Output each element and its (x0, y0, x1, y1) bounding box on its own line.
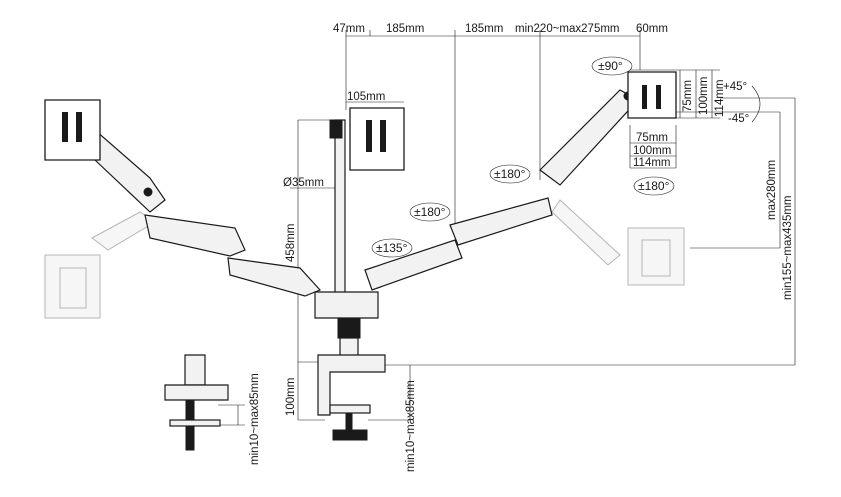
label-pole-diameter: Ø35mm (283, 177, 324, 189)
label-tilt-down: -45° (728, 113, 749, 125)
rotation-elbow: ±180° (638, 179, 670, 193)
left-vesa-plate (44, 99, 101, 161)
rotation-arm: ±180° (414, 205, 446, 219)
label-tilt-offset: 60mm (636, 23, 668, 35)
label-vesa-v-100: 100mm (698, 77, 710, 115)
label-arm-segment-1: 185mm (386, 23, 424, 35)
center-vesa-plate (349, 107, 405, 171)
label-pole-height: 458mm (285, 224, 297, 262)
label-center-plate-height: 105mm (347, 91, 385, 103)
center-pole (314, 119, 379, 357)
rotation-labels: ±90° ±180° ±180° ±180° ±135° (376, 59, 670, 255)
dimension-lines (218, 30, 796, 426)
ghost-left-arm (44, 211, 156, 319)
label-clamp-height: 100mm (285, 378, 297, 416)
label-vesa-h-114: 114mm (633, 157, 671, 169)
right-arm (364, 89, 639, 291)
label-vesa-h-75: 75mm (636, 132, 668, 144)
label-total-height: min155~max435mm (782, 195, 794, 300)
label-vesa-h-100: 100mm (633, 145, 671, 157)
dimension-labels: 47mm 185mm 185mm min220~max275mm 60mm 10… (249, 23, 794, 472)
label-grommet-thickness: min10~max85mm (249, 373, 261, 465)
label-vesa-v-75: 75mm (682, 80, 694, 112)
label-top-offset: 47mm (333, 23, 365, 35)
label-vesa-v-114: 114mm (714, 80, 726, 118)
rotation-base: ±135° (376, 241, 408, 255)
ghost-right-arm (551, 199, 685, 286)
label-arm-reach: min220~max275mm (515, 23, 620, 35)
desk-clamp (317, 354, 386, 441)
label-clamp-thickness: min10~max85mm (405, 380, 417, 472)
label-tilt-up: +45° (723, 81, 747, 93)
label-height-range: max280mm (766, 160, 778, 220)
rotation-indicators (371, 56, 761, 258)
right-vesa-plate (627, 71, 677, 119)
rotation-plate: ±90° (598, 59, 623, 73)
rotation-head: ±180° (494, 167, 526, 181)
grommet-base (164, 354, 229, 451)
label-arm-segment-2: 185mm (465, 23, 503, 35)
left-arm (67, 108, 322, 297)
